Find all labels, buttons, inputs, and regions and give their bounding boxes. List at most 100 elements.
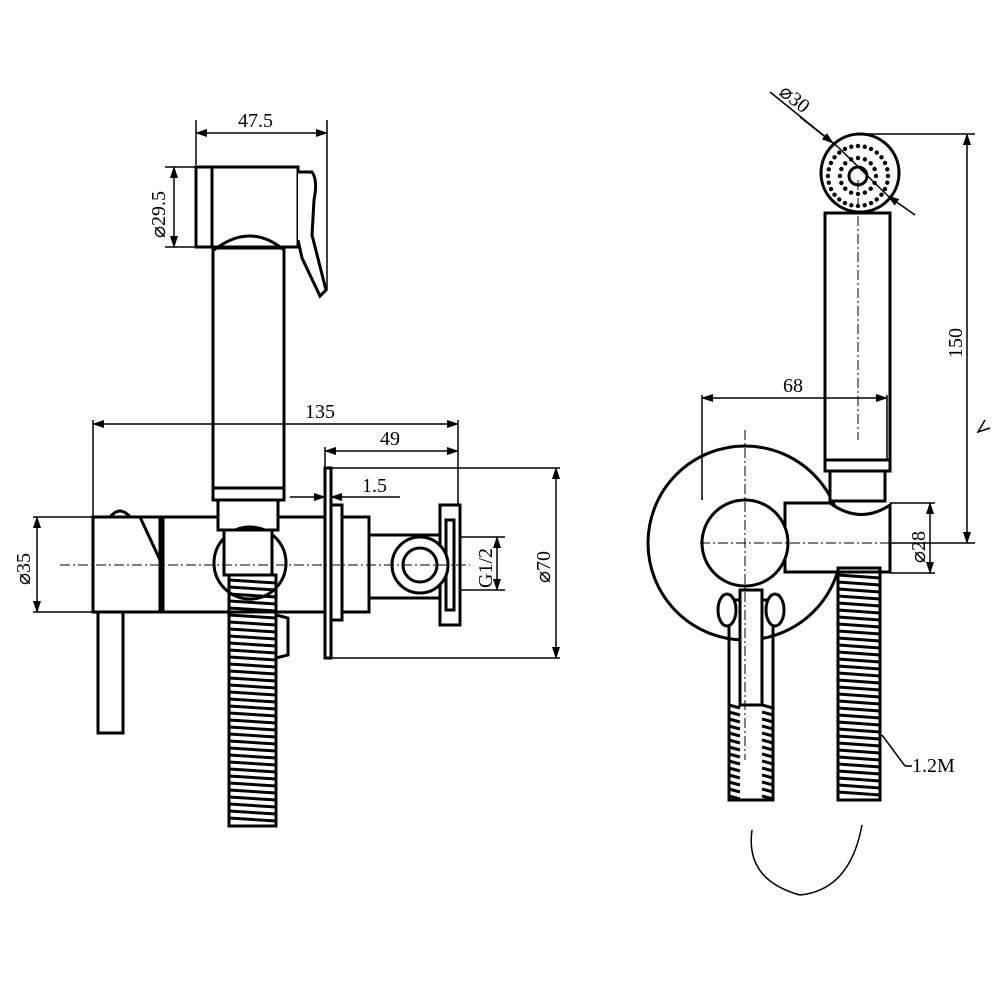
nozzle-dot <box>855 155 861 161</box>
hose-rib <box>837 580 881 587</box>
hose-rib <box>837 594 881 601</box>
nozzle-dot <box>879 155 884 160</box>
nozzle-dot <box>862 203 867 208</box>
hose-rib <box>228 704 277 711</box>
hose-rib <box>728 717 741 724</box>
hose-rib <box>228 592 277 599</box>
hose-rib <box>761 752 774 759</box>
nozzle-dot <box>849 203 854 208</box>
nozzle-dot <box>874 150 879 155</box>
hose-rib <box>228 795 277 802</box>
nozzle-dot <box>885 167 890 172</box>
nozzle-dot <box>842 146 848 152</box>
nozzle-dot <box>862 157 868 162</box>
hose-rib <box>837 678 881 685</box>
nozzle-dot <box>842 200 848 206</box>
nozzle-dot <box>862 144 867 149</box>
hose-rib <box>837 741 881 748</box>
nozzle-dot <box>839 180 844 186</box>
hose-rib <box>837 755 881 762</box>
hose-rib <box>228 655 277 662</box>
nozzle-dot <box>868 186 873 191</box>
hose-rib <box>761 780 774 787</box>
hose-rib <box>728 773 741 780</box>
dim-outlet-diameter: ⌀28 <box>908 531 930 563</box>
hose-rib <box>228 578 277 585</box>
hose-rib <box>228 676 277 683</box>
nozzle-dot <box>837 150 842 155</box>
hose-rib <box>837 601 881 608</box>
hose-rib <box>837 573 881 580</box>
hose-rib <box>228 641 277 648</box>
hose-rib <box>837 706 881 713</box>
dim-plate-diameter: ⌀70 <box>533 551 555 583</box>
dim-hose-length: 1.2M <box>912 755 955 777</box>
hose-rib <box>228 732 277 739</box>
hose-rib <box>728 752 741 759</box>
hose-rib <box>837 622 881 629</box>
dim-spray-diameter: ⌀30 <box>775 81 814 118</box>
hose-rib <box>228 606 277 613</box>
hose-rib <box>837 636 881 643</box>
nozzle-dot <box>843 161 848 166</box>
hose-rib <box>761 724 774 731</box>
hose-rib <box>837 776 881 783</box>
hose-rib <box>837 748 881 755</box>
hose-rib <box>837 762 881 769</box>
nozzle-dot <box>843 186 848 191</box>
hose-rib <box>837 657 881 664</box>
hose-rib <box>837 608 881 615</box>
dim-total-depth: 135 <box>305 401 335 423</box>
hose-rib <box>228 788 277 795</box>
hose-rib <box>228 809 277 816</box>
hose-rib <box>228 634 277 641</box>
hose-rib <box>228 599 277 606</box>
valve-lever-block <box>91 509 162 735</box>
nozzle-dot <box>837 197 842 202</box>
hose-rib <box>228 739 277 746</box>
nozzle-dot <box>868 146 874 152</box>
spray-head-side <box>194 165 328 299</box>
nozzle-dot <box>832 192 837 197</box>
nozzle-dot <box>828 186 834 192</box>
hose-rib <box>228 781 277 788</box>
dimensions-side: 47.5 ⌀29.5 135 49 1.5 ⌀35 G1/2 <box>13 110 560 659</box>
hose-rib <box>728 731 741 738</box>
nozzle-dot <box>873 173 879 179</box>
dim-head-length: 47.5 <box>238 110 273 132</box>
nozzle-dot <box>882 160 888 166</box>
hose-rib <box>728 724 741 731</box>
hose-rib <box>837 720 881 727</box>
hose-holder-front <box>783 501 892 574</box>
hose-rib <box>837 713 881 720</box>
hose-rib <box>837 727 881 734</box>
hose-rib <box>837 685 881 692</box>
front-view: ⌀30 150 68 ⌀28 1.2M <box>646 81 991 896</box>
hose-rib <box>228 718 277 725</box>
hose-inlet-front <box>716 588 786 802</box>
hose-rib <box>228 746 277 753</box>
nozzle-dot <box>832 155 837 160</box>
hose-rib <box>761 773 774 780</box>
nozzle-dot <box>882 186 888 192</box>
hose-rib <box>837 650 881 657</box>
dim-width: 68 <box>783 375 803 397</box>
dim-plate-thickness: 1.5 <box>362 475 387 497</box>
hose-rib <box>837 664 881 671</box>
hose-rib <box>728 745 741 752</box>
nozzle-dot <box>855 143 861 149</box>
hose-rib <box>837 671 881 678</box>
hose-front <box>836 566 882 802</box>
hose-rib <box>728 738 741 745</box>
nozzle-dot <box>848 190 854 195</box>
hose-rib <box>228 683 277 690</box>
hose-rib <box>761 794 774 801</box>
nozzle-dot <box>849 144 854 149</box>
hose-rib <box>761 717 774 724</box>
nozzle-dot <box>837 173 843 179</box>
nozzle-dot <box>828 160 834 166</box>
hose-rib <box>761 745 774 752</box>
hose-rib <box>761 759 774 766</box>
hose-rib <box>228 711 277 718</box>
hose-rib <box>728 703 741 710</box>
